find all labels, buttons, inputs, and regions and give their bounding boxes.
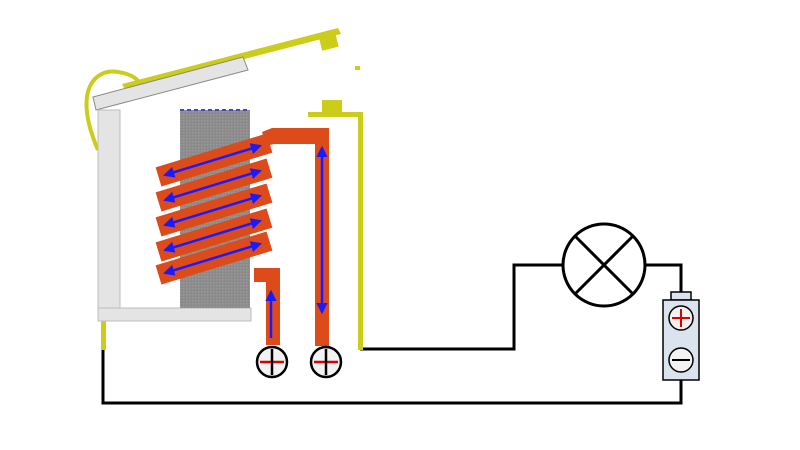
plus-terminal: [668, 305, 694, 331]
yoke-base: [97, 307, 252, 322]
armature-plate: [92, 56, 249, 111]
yoke-vertical: [97, 109, 121, 309]
fixed-contact-bar: [308, 112, 363, 117]
armature-contact-tip: [318, 31, 339, 51]
fixed-contact-pad: [355, 66, 360, 70]
fixed-contact-leg: [358, 112, 363, 350]
wire-contact-to-lamp: [360, 263, 563, 351]
relay-frame: [92, 56, 252, 322]
plus-terminal: [255, 345, 289, 379]
wire-battery-to-yoke: [101, 350, 683, 405]
armature-spring: [84, 69, 142, 151]
plus-terminal: [309, 345, 343, 379]
coil-top-lead: [262, 128, 328, 146]
coil-bottom-lead: [254, 268, 280, 345]
wire-lamp-to-battery: [645, 263, 683, 292]
circuit-wires: [101, 263, 683, 405]
coil-windings: [155, 133, 273, 285]
coil-turn: [155, 231, 273, 285]
minus-terminal: [668, 347, 694, 373]
lamp-symbol: [561, 222, 647, 308]
battery-cell: [662, 291, 700, 381]
coil-leads: [254, 128, 329, 346]
fixed-contact-head: [322, 100, 342, 113]
battery-cap: [670, 291, 692, 301]
